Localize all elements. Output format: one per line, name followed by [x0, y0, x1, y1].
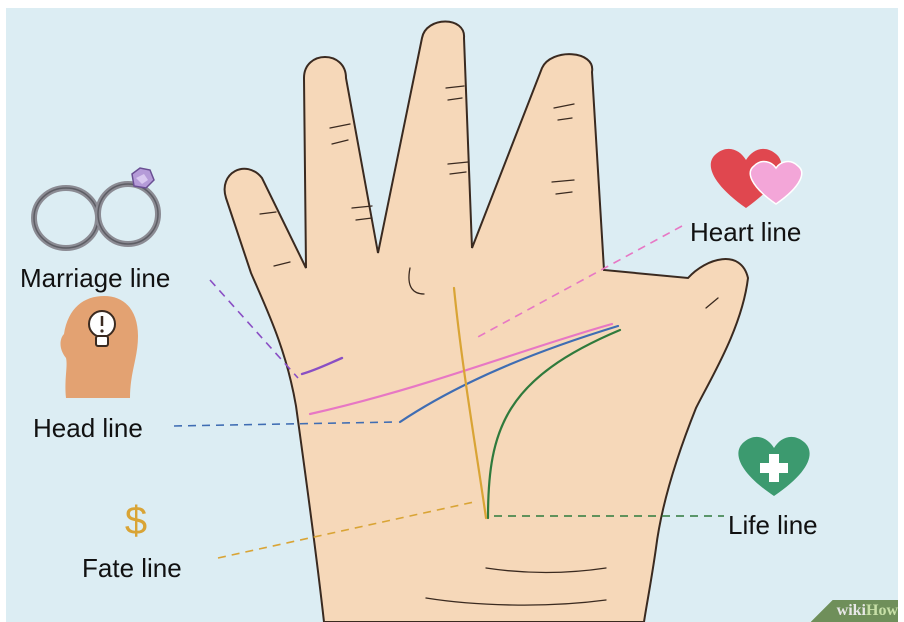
hand — [225, 22, 748, 622]
fate-line-label: Fate line — [82, 555, 182, 581]
heart-plus-icon — [738, 437, 809, 496]
head-lightbulb-icon — [61, 296, 139, 398]
marriage-line-label: Marriage line — [20, 265, 170, 291]
life-line-label: Life line — [728, 512, 818, 538]
illustration-panel: $ Marriage line Head line Fate line Hear… — [6, 8, 898, 622]
watermark-part-2: How — [866, 602, 898, 619]
head-line-label: Head line — [33, 415, 143, 441]
dollar-sign-icon: $ — [125, 499, 147, 543]
watermark-part-1: wiki — [837, 602, 866, 619]
heart-line-label: Heart line — [690, 219, 801, 245]
hand-outline — [225, 22, 748, 622]
wedding-rings-icon — [34, 168, 158, 248]
dollar-sign-glyph: $ — [125, 499, 147, 543]
two-hearts-icon — [711, 149, 802, 208]
